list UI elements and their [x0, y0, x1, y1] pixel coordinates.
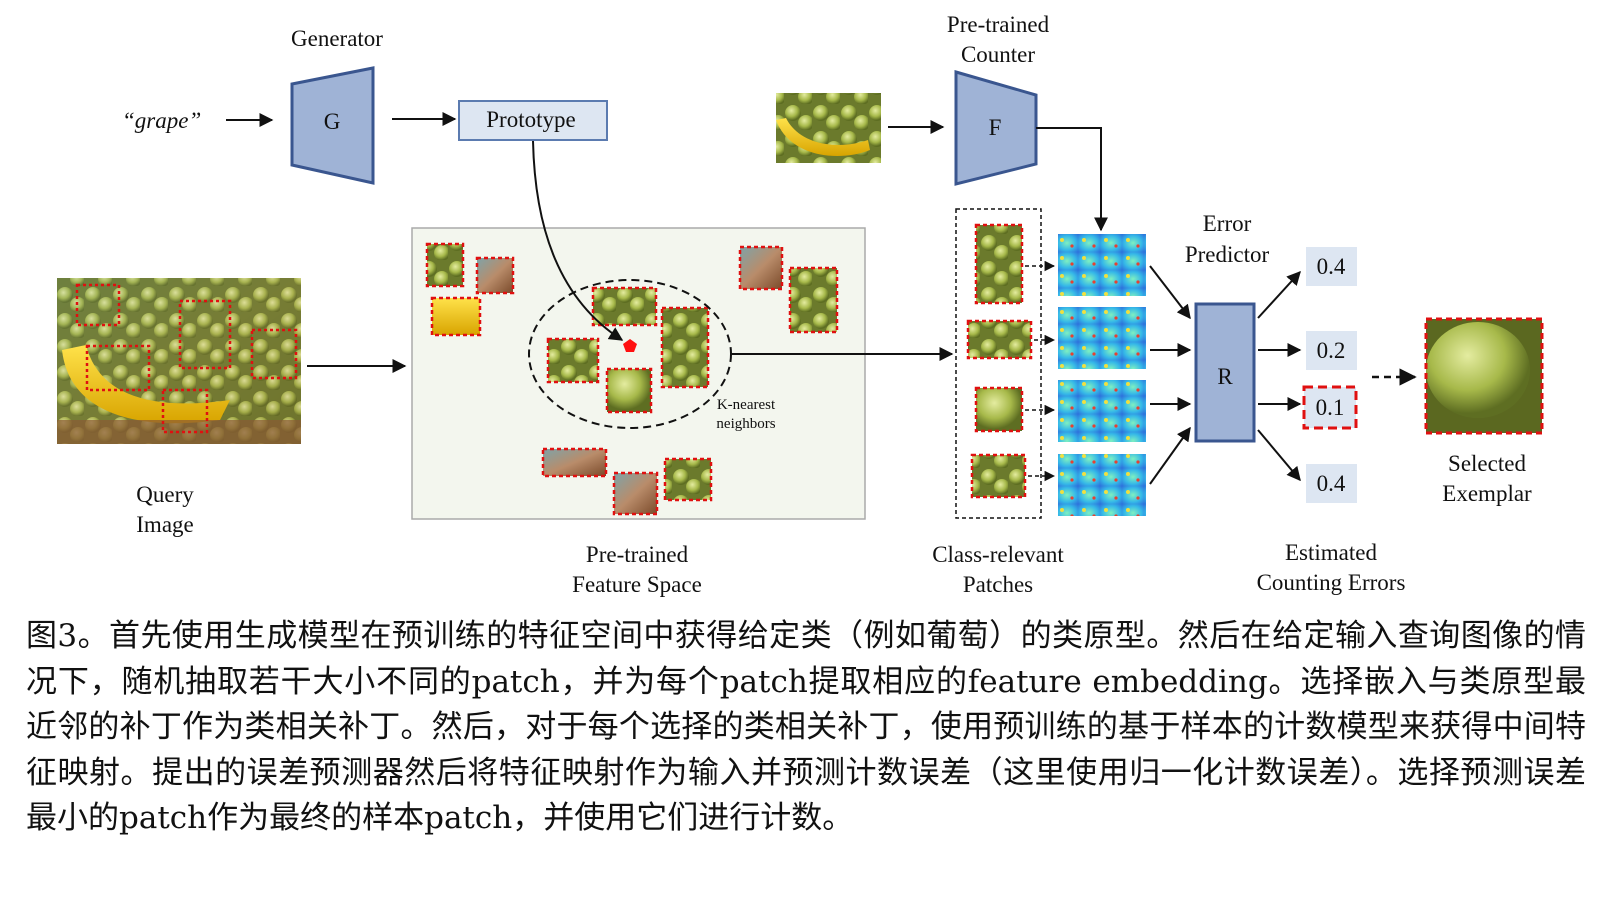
predictor-block-letter: R — [1217, 364, 1233, 389]
pipeline-diagram: “grape” Generator G Prototype Query Imag… — [57, 12, 1544, 597]
prototype-label: Prototype — [486, 107, 575, 132]
class-patch-1 — [974, 223, 1024, 305]
feature-map-4 — [1058, 454, 1146, 516]
generator-block — [290, 66, 375, 185]
arrow-prototype-to-feature — [532, 140, 624, 341]
class-relevant-patches-group — [955, 208, 1042, 519]
query-image — [57, 278, 301, 444]
arrow-counter-to-maps — [1036, 127, 1108, 232]
prototype-point-icon — [623, 339, 637, 352]
feature-map-3 — [1058, 380, 1146, 442]
generator-label: Generator — [291, 26, 383, 51]
class-patch-4 — [970, 453, 1027, 499]
error-box-4 — [1306, 464, 1357, 503]
class-patch-3 — [974, 386, 1024, 433]
selected-exemplar-label-line1: Selected — [1448, 451, 1526, 476]
class-relevant-label-line2: Patches — [963, 572, 1033, 597]
figure-caption: 图3。首先使用生成模型在预训练的特征空间中获得给定类（例如葡萄）的类原型。然后在… — [26, 618, 1586, 836]
feature-space-label-line1: Pre-trained — [586, 542, 689, 567]
estimated-errors-label-line1: Estimated — [1285, 540, 1377, 565]
error-value-4: 0.4 — [1317, 471, 1346, 496]
grape-input-label: “grape” — [122, 108, 201, 133]
error-box-1 — [1306, 247, 1357, 286]
estimated-errors-label-line2: Counting Errors — [1257, 570, 1406, 595]
query-image-label-line1: Query — [136, 482, 194, 507]
error-box-2 — [1306, 331, 1357, 370]
predictor-block — [1194, 302, 1256, 443]
feature-space-label-line2: Feature Space — [572, 572, 702, 597]
counter-label-line2: Counter — [961, 42, 1035, 67]
error-predictor-label-line2: Predictor — [1185, 242, 1270, 267]
error-value-3: 0.1 — [1316, 395, 1345, 420]
generator-block-letter: G — [324, 109, 341, 134]
counter-input-image — [776, 93, 881, 163]
selected-exemplar-image — [1424, 317, 1544, 435]
counter-block — [954, 70, 1038, 186]
arrow-map4-to-predictor — [1149, 426, 1191, 485]
counter-label-line1: Pre-trained — [947, 12, 1050, 37]
arrow-predictor-to-error1 — [1257, 270, 1301, 319]
k-nearest-label-line2: neighbors — [716, 416, 775, 432]
class-patch-2 — [966, 319, 1033, 360]
error-box-3-selected — [1302, 385, 1358, 430]
error-value-2: 0.2 — [1317, 338, 1346, 363]
prototype-box — [458, 100, 608, 141]
arrow-predictor-to-error4 — [1257, 429, 1301, 482]
arrow-map1-to-predictor — [1149, 265, 1191, 320]
feature-space-patches — [425, 242, 839, 516]
feature-map-2 — [1058, 307, 1146, 369]
k-nearest-label-line1: K-nearest — [717, 397, 776, 413]
feature-map-1 — [1058, 234, 1146, 296]
query-image-label-line2: Image — [136, 512, 193, 537]
error-predictor-label-line1: Error — [1203, 211, 1252, 236]
selected-exemplar-label-line2: Exemplar — [1442, 481, 1532, 506]
class-relevant-label-line1: Class-relevant — [932, 542, 1064, 567]
error-value-1: 0.4 — [1317, 254, 1346, 279]
counter-block-letter: F — [989, 115, 1002, 140]
